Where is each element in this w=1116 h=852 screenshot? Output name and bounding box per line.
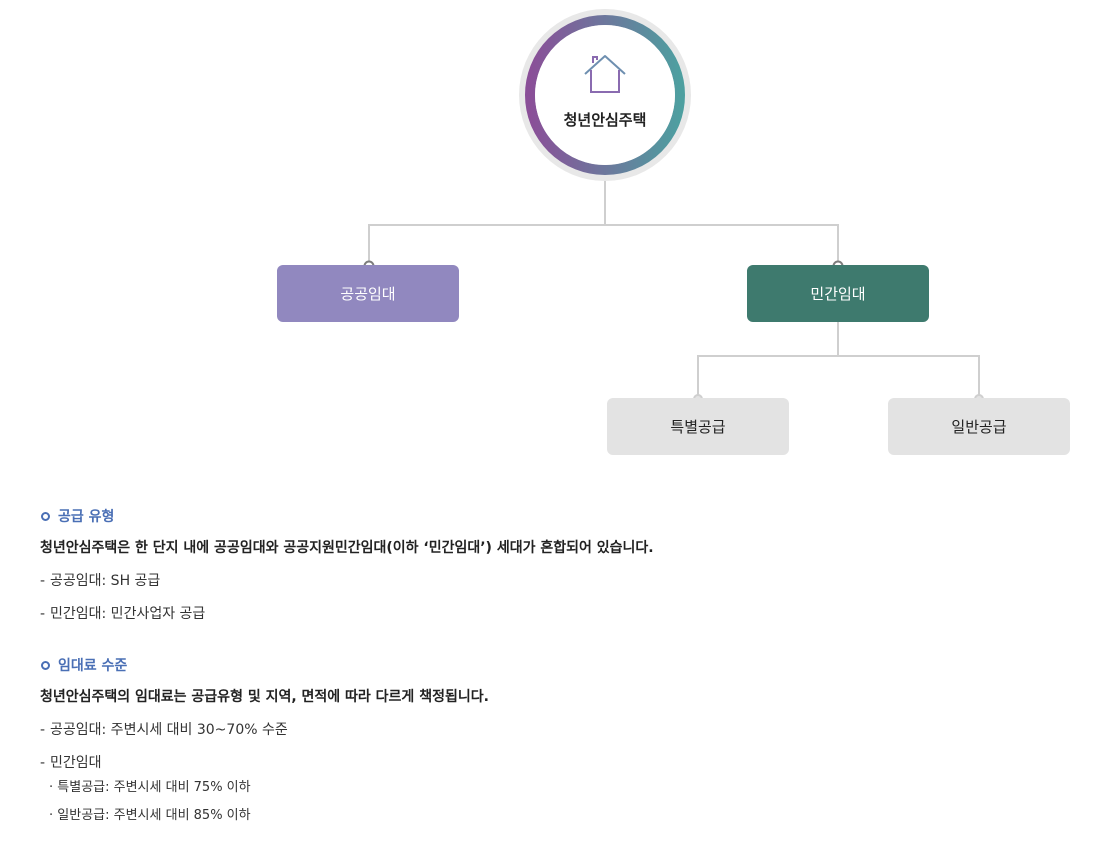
general-supply-node: 일반공급	[888, 398, 1070, 455]
list-item: -공공임대: 주변시세 대비 30~70% 수준	[40, 719, 1080, 741]
rent-level-heading: 임대료 수준	[40, 652, 1080, 678]
level2-branch-line	[697, 355, 980, 399]
private-rental-label: 민간임대	[810, 285, 866, 303]
public-rental-node: 공공임대	[277, 265, 459, 322]
root-gradient-ring	[525, 15, 685, 175]
sub-list-item-text: 특별공급: 주변시세 대비 75% 이하	[57, 780, 251, 795]
sub-list-item: · 특별공급: 주변시세 대비 75% 이하	[40, 778, 1080, 798]
circle-bullet-icon	[41, 511, 50, 521]
connector-lines	[363, 9, 984, 404]
list-item-text: 공공임대: SH 공급	[50, 573, 161, 589]
tree-lines	[368, 181, 980, 399]
supply-type-heading-text: 공급 유형	[58, 509, 115, 525]
rent-level-heading-text: 임대료 수준	[58, 658, 128, 674]
dash-mark: -	[40, 606, 46, 622]
special-supply-node: 특별공급	[607, 398, 789, 455]
circle-bullet-icon	[41, 660, 50, 670]
sub-list-item: · 일반공급: 주변시세 대비 85% 이하	[40, 806, 1080, 826]
dash-mark: -	[40, 755, 46, 771]
dot-mark: ·	[49, 780, 54, 795]
supply-type-section: 공급 유형 청년안심주택은 한 단지 내에 공공임대와 공공지원민간임대(이하 …	[40, 503, 1080, 625]
sub-list-item-text: 일반공급: 주변시세 대비 85% 이하	[57, 808, 251, 823]
root-node: 청년안심주택	[519, 9, 691, 181]
root-node-label: 청년안심주택	[563, 111, 647, 129]
list-item-text: 공공임대: 주변시세 대비 30~70% 수준	[50, 722, 288, 738]
rent-level-description: 청년안심주택의 임대료는 공급유형 및 지역, 면적에 따라 다르게 책정됩니다…	[40, 689, 489, 705]
supply-type-description: 청년안심주택은 한 단지 내에 공공임대와 공공지원민간임대(이하 ‘민간임대’…	[40, 540, 654, 556]
private-rental-node: 민간임대	[747, 265, 929, 322]
rent-level-section: 임대료 수준 청년안심주택의 임대료는 공급유형 및 지역, 면적에 따라 다르…	[40, 652, 1080, 826]
root-inner-circle	[535, 25, 675, 165]
list-item-text: 민간임대: 민간사업자 공급	[50, 606, 206, 622]
general-supply-label: 일반공급	[951, 418, 1007, 436]
list-item: -민간임대	[40, 752, 1080, 774]
list-item-text: 민간임대	[50, 755, 102, 771]
info-section: 공급 유형 청년안심주택은 한 단지 내에 공공임대와 공공지원민간임대(이하 …	[40, 503, 1080, 826]
dash-mark: -	[40, 722, 46, 738]
supply-structure-diagram: 청년안심주택 공공임대 민간임대 특별공급 일반공급	[277, 9, 1070, 455]
level1-branch-line	[368, 224, 839, 266]
dash-mark: -	[40, 573, 46, 589]
house-icon	[584, 55, 626, 93]
supply-type-heading: 공급 유형	[40, 503, 1080, 529]
list-item: -공공임대: SH 공급	[40, 570, 1080, 592]
dot-mark: ·	[49, 808, 54, 823]
special-supply-label: 특별공급	[670, 418, 726, 436]
public-rental-label: 공공임대	[340, 285, 396, 303]
list-item: -민간임대: 민간사업자 공급	[40, 603, 1080, 625]
